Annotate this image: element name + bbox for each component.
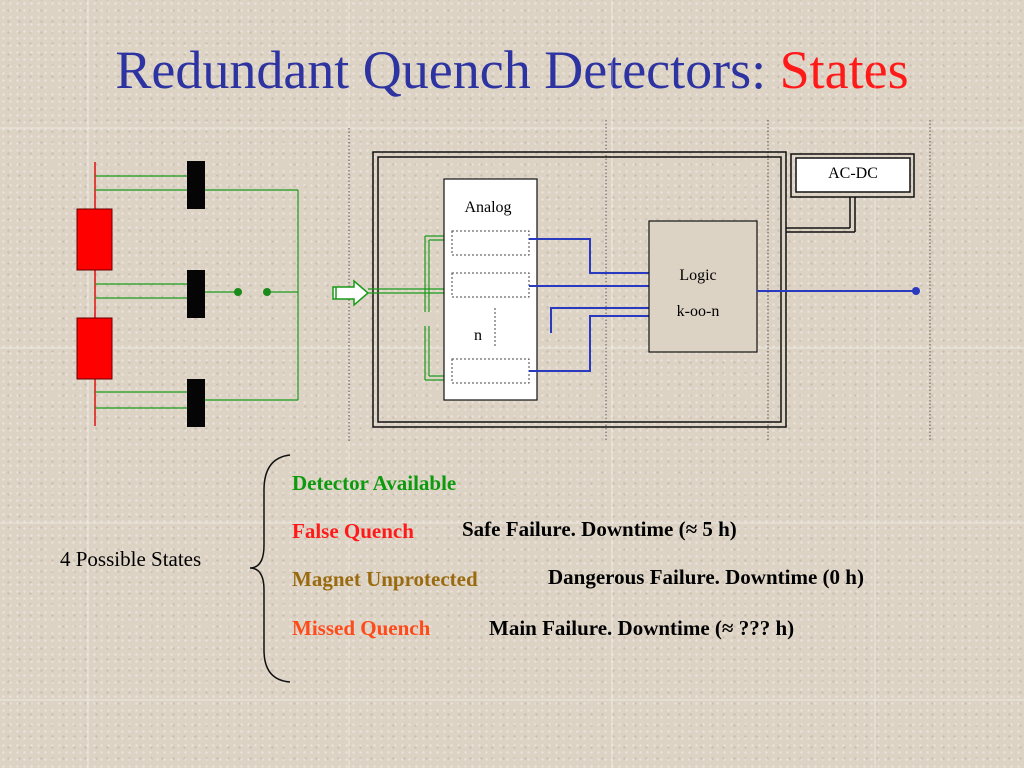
analog-input-bus xyxy=(368,235,452,381)
logic-box xyxy=(648,220,758,353)
slide-title: Redundant Quench Detectors: States xyxy=(0,38,1024,102)
magnet-unprotected-description: Dangerous Failure. Downtime (0 h) xyxy=(548,565,864,589)
analog-channel-2 xyxy=(451,272,530,298)
state-magnet-unprotected: Magnet Unprotected xyxy=(292,567,478,591)
state-detector-available: Detector Available xyxy=(292,471,457,495)
voltage-tap-wires xyxy=(95,175,299,409)
state-false-quench: False Quench xyxy=(292,519,414,543)
logic-input-wires xyxy=(529,238,649,372)
acdc-box xyxy=(795,157,911,193)
acdc-label: AC-DC xyxy=(828,165,878,182)
missed-quench-description: Main Failure. Downtime (≈ ??? h) xyxy=(489,616,795,640)
analog-label: Analog xyxy=(464,199,511,216)
false-quench-description: Safe Failure. Downtime (≈ 5 h) xyxy=(462,517,737,541)
title-main: Redundant Quench Detectors: xyxy=(115,40,780,100)
n-label: n xyxy=(474,327,482,344)
analog-channel-n xyxy=(451,358,530,384)
analog-channel-1 xyxy=(451,230,530,256)
acdc-connection xyxy=(786,197,856,233)
title-accent: States xyxy=(779,40,909,100)
states-brace xyxy=(249,454,291,683)
analog-channels xyxy=(451,230,530,384)
junction-dot-left xyxy=(234,288,242,296)
magnet-coil-2 xyxy=(76,317,113,380)
state-missed-quench: Missed Quench xyxy=(292,616,431,640)
signal-arrow xyxy=(332,279,370,307)
dotted-separators xyxy=(348,120,931,442)
junction-dot-right xyxy=(263,288,271,296)
logic-label: Logic xyxy=(679,267,716,284)
possible-states-label: 4 Possible States xyxy=(60,547,202,571)
detector-block-1 xyxy=(187,161,205,209)
magnet-coil-1 xyxy=(76,208,113,271)
bus-gap-mask xyxy=(421,312,433,326)
detector-block-2 xyxy=(187,270,205,318)
logic-output-dot xyxy=(912,287,920,295)
koon-label: k-oo-n xyxy=(677,303,720,320)
detector-block-3 xyxy=(187,379,205,427)
acdc-box-outer xyxy=(790,153,915,198)
